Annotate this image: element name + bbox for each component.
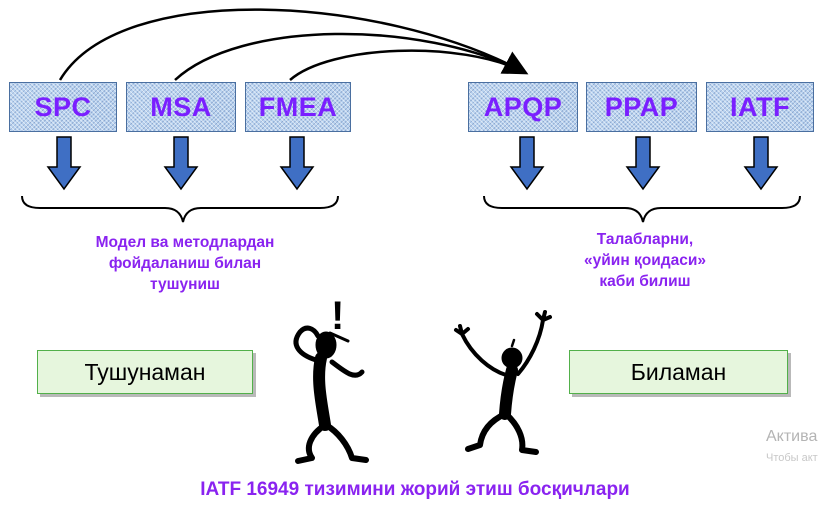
- box-msa: MSA: [126, 82, 236, 132]
- box-label: IATF: [730, 91, 790, 122]
- box-iatf: IATF: [706, 82, 814, 132]
- box-spc: SPC: [9, 82, 117, 132]
- caption-left: Модел ва методлардан фойдаланиш билан ту…: [40, 232, 330, 295]
- box-label: SPC: [34, 91, 92, 122]
- thinking-figure-icon: [293, 325, 369, 464]
- state-label: Биламан: [630, 358, 727, 385]
- down-arrow-icon: [509, 136, 545, 191]
- footer-title: IATF 16949 тизимини жорий этиш босқичлар…: [200, 479, 630, 500]
- box-apqp: APQP: [468, 82, 578, 132]
- caption-line: фойдаланиш билан: [108, 255, 262, 272]
- caption-line: каби билиш: [599, 273, 691, 290]
- caption-line: тушуниш: [150, 276, 220, 293]
- down-arrow-icon: [625, 136, 661, 191]
- state-label: Тушунаман: [84, 358, 206, 385]
- left-brace: [21, 195, 339, 223]
- exclamation-mark: !: [331, 294, 345, 338]
- state-know: Биламан: [569, 350, 788, 394]
- caption-line: Модел ва методлардан: [95, 234, 275, 251]
- activation-watermark: Актива: [766, 428, 818, 445]
- right-brace: [483, 195, 801, 223]
- down-arrow-icon: [279, 136, 315, 191]
- down-arrow-icon: [743, 136, 779, 191]
- connector-arc-fmea: [289, 49, 525, 81]
- cheering-figure-icon: [454, 310, 552, 455]
- state-understand: Тушунаман: [37, 350, 253, 394]
- box-label: MSA: [150, 91, 212, 122]
- activation-watermark-sub: Чтобы акт: [766, 452, 818, 464]
- connector-arc-msa: [174, 32, 525, 81]
- caption-line: Талабларни,: [596, 231, 694, 248]
- down-arrow-icon: [163, 136, 199, 191]
- box-label: PPAP: [604, 91, 679, 122]
- box-label: FMEA: [258, 91, 338, 122]
- connector-arc-spc: [58, 8, 529, 81]
- box-ppap: PPAP: [586, 82, 697, 132]
- caption-line: «уйин қоидаси»: [584, 252, 706, 269]
- down-arrow-icon: [46, 136, 82, 191]
- caption-right: Талабларни, «уйин қоидаси» каби билиш: [500, 229, 790, 292]
- box-fmea: FMEA: [245, 82, 351, 132]
- box-label: APQP: [483, 91, 563, 122]
